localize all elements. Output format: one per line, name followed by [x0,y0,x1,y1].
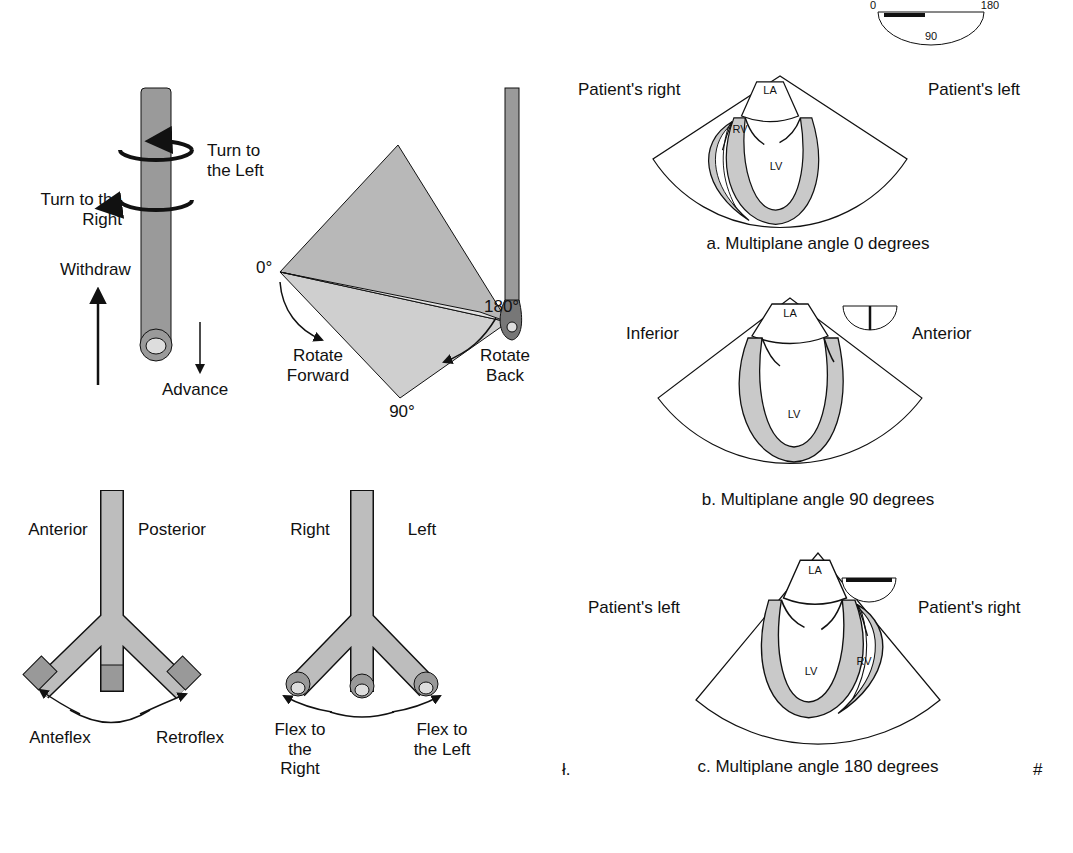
label: Anterior [28,520,88,540]
label: RV [856,655,871,668]
label: 90 [925,30,937,43]
label: Anterior [912,324,972,344]
label: LA [808,564,821,577]
label: LA [783,307,796,320]
echo-sector-90 [658,298,922,463]
label: b. Multiplane angle 90 degrees [702,490,935,510]
label: Turn to the Right [36,190,122,229]
label: Left [408,520,436,540]
label: LV [770,160,783,173]
label: c. Multiplane angle 180 degrees [698,757,939,777]
flex-right-left [284,490,440,717]
label: Turn to the Left [207,141,287,180]
label: LV [805,665,818,678]
label: Flex to the Right [267,720,333,779]
label: Advance [162,380,228,400]
label: Rotate Back [472,346,538,385]
label: # [1033,760,1042,780]
label: ł. [562,760,571,780]
label: RV [732,123,747,136]
label: Withdraw [60,260,131,280]
probe-rotation [98,88,200,385]
label: a. Multiplane angle 0 degrees [706,234,929,254]
label: Rotate Forward [278,346,358,385]
label: 0° [256,258,272,278]
label: Patient's right [918,598,1020,618]
label: 90° [389,402,415,422]
label: Inferior [626,324,679,344]
label: LA [763,84,776,97]
label: Anteflex [29,728,90,748]
label: Retroflex [156,728,224,748]
label: 180 [981,0,999,12]
label: Patient's left [928,80,1020,100]
label: Right [290,520,330,540]
label: LV [788,408,801,421]
label: Patient's right [578,80,680,100]
label: 180° [484,297,519,317]
label: Posterior [138,520,206,540]
label: 0 [870,0,876,12]
label: Flex to the Left [409,720,475,759]
echo-sector-180 [696,553,940,744]
label: Patient's left [588,598,680,618]
echo-sector-0 [653,12,984,227]
